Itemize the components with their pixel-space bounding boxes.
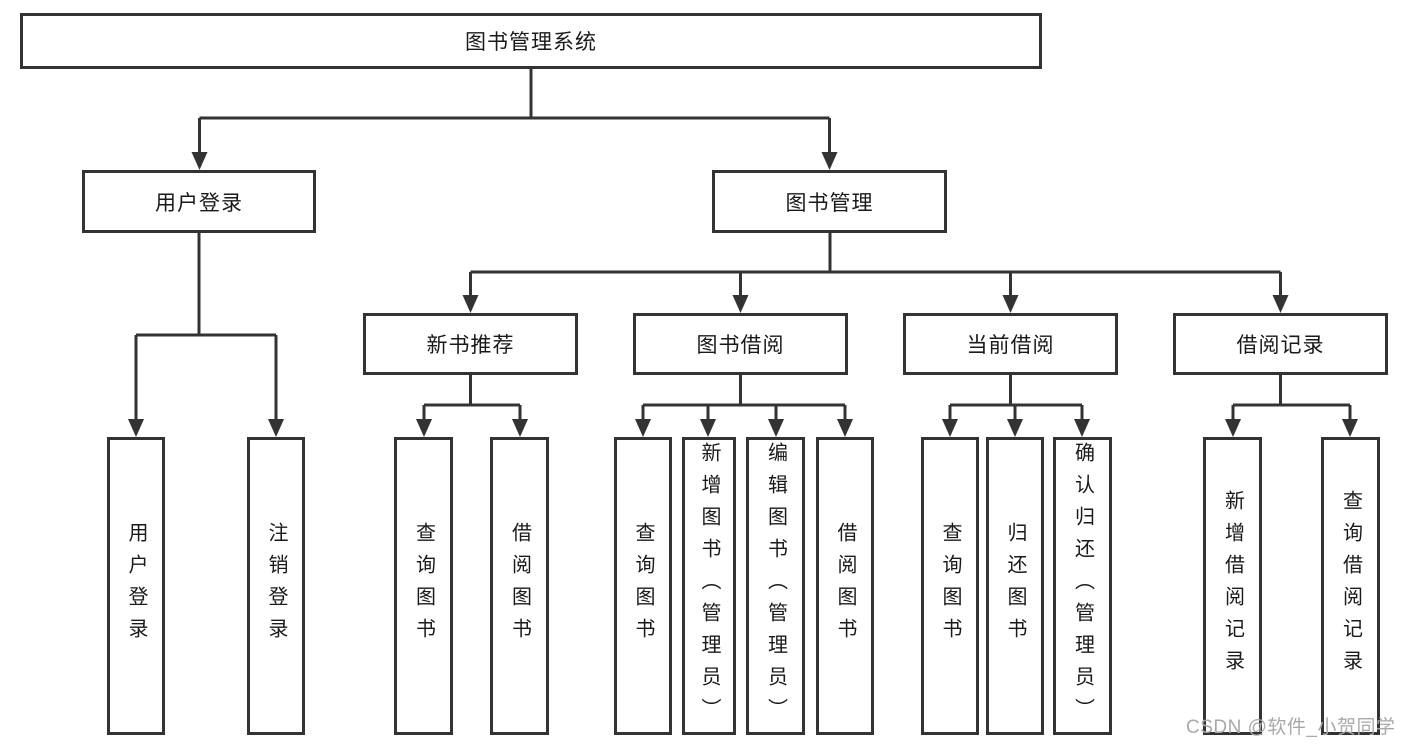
leaf-label: 编辑图书（管理员） bbox=[764, 442, 787, 730]
leaf-label: 确认归还（管理员） bbox=[1071, 442, 1094, 730]
leaf-label: 新增借阅记录 bbox=[1221, 490, 1244, 682]
node-book-management-system: 图书管理系统 bbox=[20, 13, 1042, 69]
csdn-watermark: CSDN @软件_小贺同学 bbox=[1186, 717, 1396, 738]
leaf-label: 查询图书 bbox=[412, 522, 435, 650]
node-label: 用户登录 bbox=[155, 191, 243, 215]
leaf-return-books: 归还图书 bbox=[986, 437, 1044, 735]
leaf-query-books-recommend: 查询图书 bbox=[394, 437, 453, 735]
node-label: 借阅记录 bbox=[1236, 334, 1325, 357]
node-book-management: 图书管理 bbox=[712, 170, 947, 233]
leaf-label: 查询图书 bbox=[632, 522, 654, 650]
node-label: 图书借阅 bbox=[696, 334, 785, 357]
leaf-query-books-borrowing: 查询图书 bbox=[614, 437, 672, 735]
leaf-label: 查询图书 bbox=[939, 522, 961, 650]
leaf-label: 注销登录 bbox=[265, 522, 287, 650]
leaf-confirm-return-admin: 确认归还（管理员） bbox=[1053, 437, 1112, 735]
node-new-book-recommendation: 新书推荐 bbox=[363, 313, 578, 375]
node-user-login: 用户登录 bbox=[82, 170, 316, 233]
leaf-label: 借阅图书 bbox=[834, 522, 856, 650]
leaf-label: 查询借阅记录 bbox=[1339, 490, 1362, 682]
node-label: 图书管理 bbox=[785, 191, 874, 215]
leaf-edit-book-admin: 编辑图书（管理员） bbox=[746, 437, 805, 735]
node-borrowing-records: 借阅记录 bbox=[1173, 313, 1388, 375]
node-label: 图书管理系统 bbox=[465, 31, 597, 54]
node-label: 当前借阅 bbox=[966, 334, 1055, 357]
leaf-add-book-admin: 新增图书（管理员） bbox=[682, 437, 736, 735]
leaf-label: 用户登录 bbox=[125, 522, 147, 650]
leaf-logout-login: 注销登录 bbox=[247, 437, 305, 735]
node-book-borrowing: 图书借阅 bbox=[633, 313, 848, 375]
leaf-query-books-current: 查询图书 bbox=[921, 437, 979, 735]
leaf-borrow-books-recommend: 借阅图书 bbox=[490, 437, 549, 735]
node-current-borrowing: 当前借阅 bbox=[903, 313, 1118, 375]
leaf-user-login: 用户登录 bbox=[107, 437, 165, 735]
leaf-label: 新增图书（管理员） bbox=[698, 442, 720, 730]
leaf-add-borrow-record: 新增借阅记录 bbox=[1203, 437, 1262, 735]
leaf-query-borrow-record: 查询借阅记录 bbox=[1321, 437, 1380, 735]
leaf-label: 归还图书 bbox=[1004, 522, 1026, 650]
leaf-borrow-books-borrowing: 借阅图书 bbox=[816, 437, 874, 735]
node-label: 新书推荐 bbox=[426, 334, 515, 357]
leaf-label: 借阅图书 bbox=[508, 522, 531, 650]
